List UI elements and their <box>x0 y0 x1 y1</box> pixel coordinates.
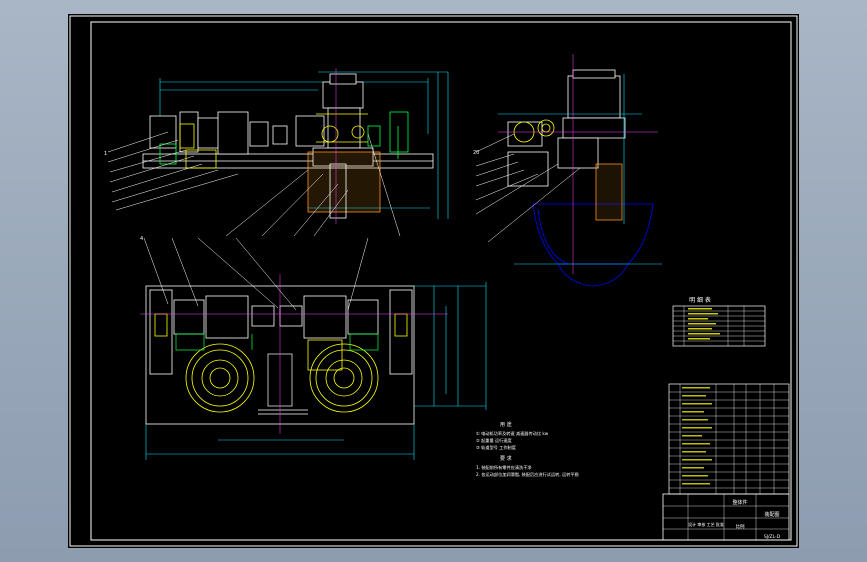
plan-view-balloon: 4 <box>140 236 143 242</box>
outer-border <box>69 15 798 547</box>
inner-border <box>90 21 792 541</box>
title-block-scale: 比例 <box>736 523 745 530</box>
notes-line-3: ③ 轨道型号 工作制度 <box>476 444 517 451</box>
parts-list-small: 明 细 表 <box>672 296 766 347</box>
front-view: 1 <box>104 68 449 237</box>
technical-notes: 用 途 ① 电动机功率及转速 减速器传动比 kw ② 起重量 运行速度 ③ 轨道… <box>476 421 580 478</box>
title-block-drawing-code: SJ/ZL-D <box>764 534 781 540</box>
plan-view: 4 <box>140 236 487 460</box>
notes-line-2: ② 起重量 运行速度 <box>476 437 513 444</box>
parts-list-title: 明 细 表 <box>689 296 711 304</box>
notes-heading-1: 用 途 <box>500 421 512 428</box>
bom-table <box>668 383 790 495</box>
title-block-unit: 装配图 <box>764 511 779 518</box>
notes-line-5: 2. 各运动部位加润滑脂, 装配后应进行试运转, 运转平稳 <box>476 471 580 478</box>
title-block: 整体件 装配图 设计 审核 工艺 批准 SJ/ZL-D 比例 <box>662 493 790 541</box>
front-view-balloon: 1 <box>104 151 107 157</box>
notes-line-1: ① 电动机功率及转速 减速器传动比 kw <box>476 430 549 437</box>
side-view-balloon: 20 <box>473 150 479 156</box>
drawing-canvas[interactable]: 1 <box>68 14 799 548</box>
side-view: 20 <box>473 54 662 287</box>
drawing-svg: 1 <box>69 15 798 547</box>
notes-heading-2: 要 求 <box>500 455 512 462</box>
notes-line-4: 1. 装配前所有零件应清洗干净 <box>476 464 532 471</box>
title-block-name: 整体件 <box>732 499 747 506</box>
title-block-signatures: 设计 审核 工艺 批准 <box>688 521 724 527</box>
